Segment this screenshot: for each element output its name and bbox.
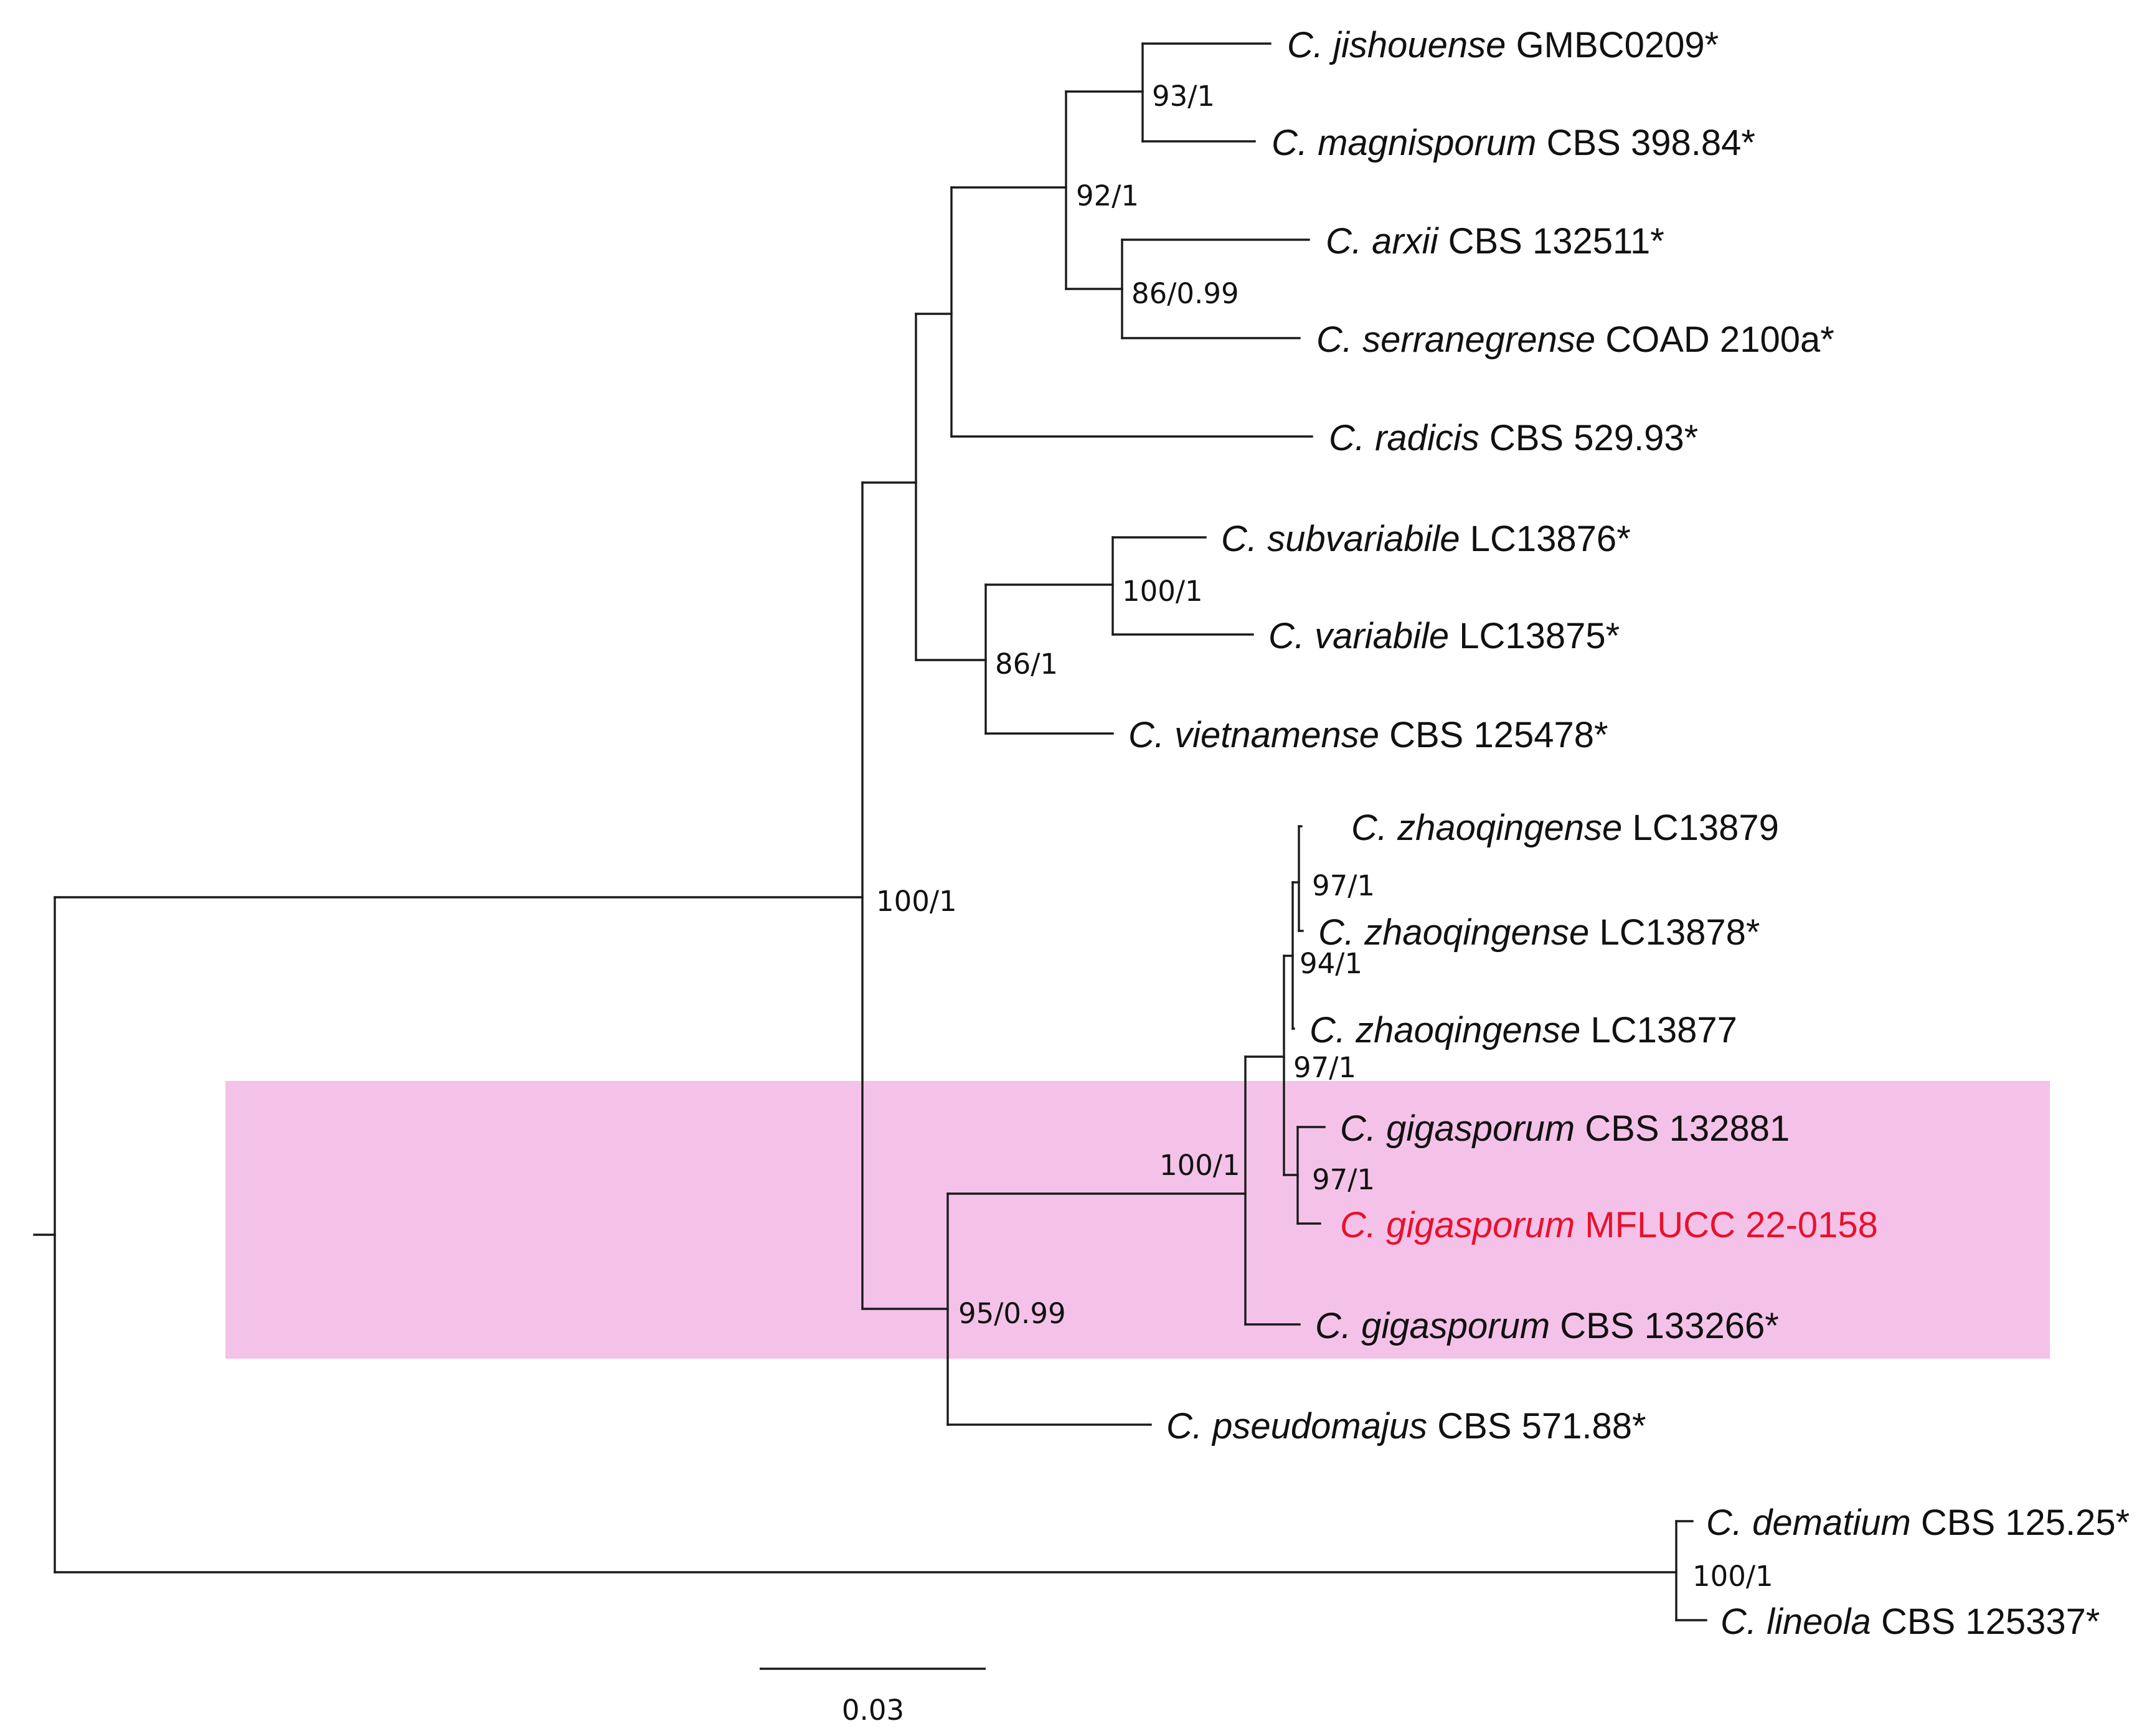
support-values: 93/1 92/1 86/0.99 100/1 86/1 100/1 97/1 … bbox=[876, 80, 1773, 1593]
taxon-label-dematium: C. dematium CBS 125.25* bbox=[1706, 1502, 2130, 1543]
taxon-label-variabile: C. variabile LC13875* bbox=[1268, 616, 1620, 656]
support-value: 95/0.99 bbox=[958, 1297, 1066, 1330]
taxon-label-gigasporum-881: C. gigasporum CBS 132881 bbox=[1340, 1108, 1790, 1149]
taxon-label-zhaoqingense-77: C. zhaoqingense LC13877 bbox=[1309, 1010, 1737, 1050]
scale-bar: 0.03 bbox=[760, 1668, 986, 1727]
support-value: 97/1 bbox=[1312, 869, 1375, 902]
support-value: 94/1 bbox=[1300, 947, 1362, 980]
support-value: 86/1 bbox=[995, 648, 1058, 681]
support-value: 100/1 bbox=[876, 885, 957, 918]
taxon-label-subvariabile: C. subvariabile LC13876* bbox=[1221, 519, 1631, 559]
support-value: 92/1 bbox=[1076, 179, 1139, 212]
support-value: 86/0.99 bbox=[1131, 277, 1239, 310]
taxon-label-lineola: C. lineola CBS 125337* bbox=[1720, 1602, 2100, 1642]
taxon-label-vietnamense: C. vietnamense CBS 125478* bbox=[1128, 715, 1608, 755]
taxon-label-gigasporum-266: C. gigasporum CBS 133266* bbox=[1315, 1306, 1779, 1346]
taxon-label-magnisporum: C. magnisporum CBS 398.84* bbox=[1272, 123, 1755, 163]
taxon-label-gigasporum-mflucc: C. gigasporum MFLUCC 22-0158 bbox=[1340, 1205, 1878, 1245]
taxon-label-radicis: C. radicis CBS 529.93* bbox=[1329, 418, 1698, 458]
support-value: 100/1 bbox=[1122, 575, 1203, 608]
highlight-band bbox=[225, 1081, 2050, 1359]
taxon-label-jishouense: C. jishouense GMBC0209* bbox=[1287, 25, 1719, 65]
taxon-label-arxii: C. arxii CBS 132511* bbox=[1326, 221, 1664, 262]
tree-branches bbox=[33, 42, 1707, 1621]
support-value: 100/1 bbox=[1692, 1560, 1773, 1593]
taxon-label-pseudomajus: C. pseudomajus CBS 571.88* bbox=[1166, 1406, 1646, 1446]
support-value: 97/1 bbox=[1312, 1163, 1375, 1196]
taxon-label-zhaoqingense-78: C. zhaoqingense LC13878* bbox=[1318, 912, 1760, 953]
tip-labels: C. jishouense GMBC0209* C. magnisporum C… bbox=[1128, 25, 2130, 1642]
support-value: 93/1 bbox=[1152, 80, 1215, 113]
support-value: 97/1 bbox=[1293, 1051, 1356, 1084]
taxon-label-zhaoqingense-79: C. zhaoqingense LC13879 bbox=[1351, 808, 1779, 848]
taxon-label-serranegrense: C. serranegrense COAD 2100a* bbox=[1316, 319, 1834, 360]
support-value: 100/1 bbox=[1159, 1149, 1240, 1182]
scale-bar-label: 0.03 bbox=[842, 1694, 904, 1727]
